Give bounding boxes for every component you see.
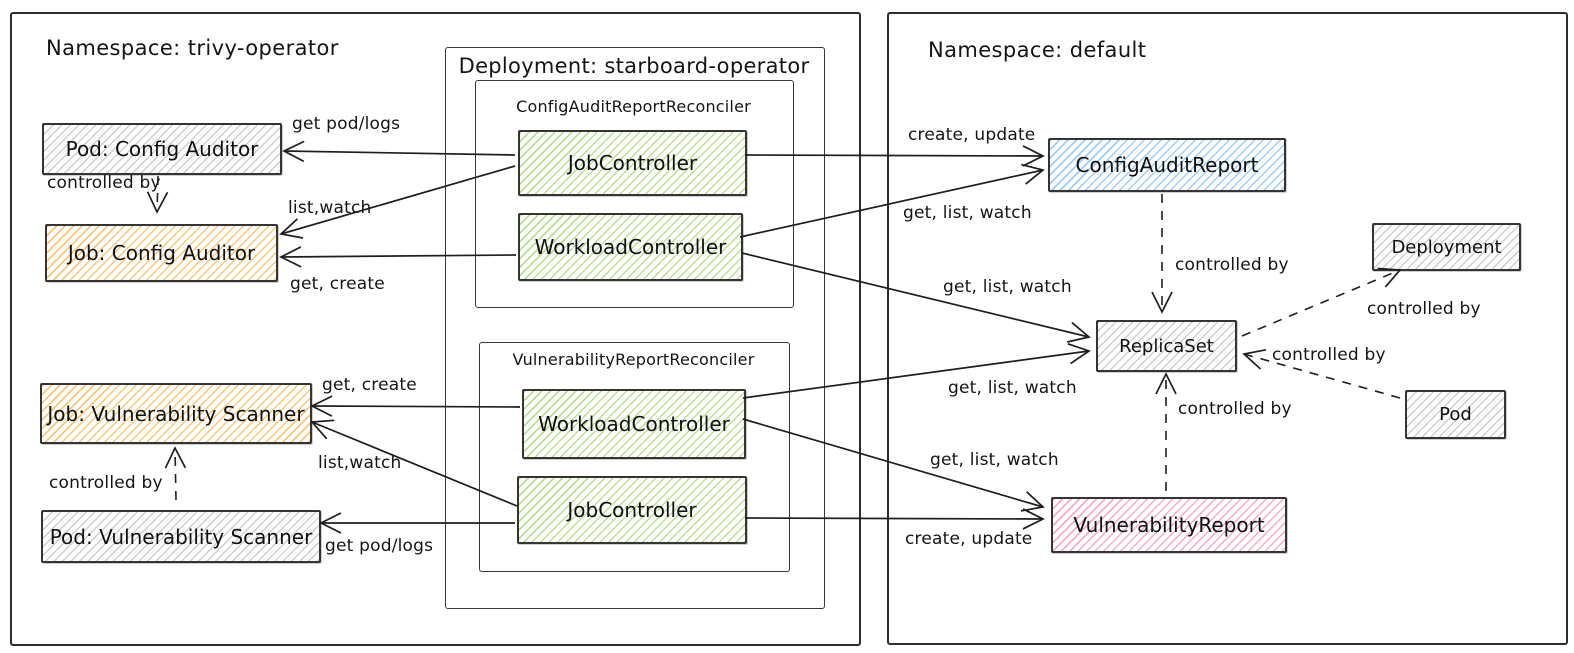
edge-label-get-create: get, create	[322, 375, 417, 395]
edge-label-list-watch: list,watch	[288, 198, 372, 218]
node-workload-controller-config-audit: WorkloadController	[518, 213, 743, 281]
vulnerability-reconciler-title: VulnerabilityReportReconciler	[512, 350, 755, 369]
edge-label-list-watch: list,watch	[318, 453, 402, 473]
edge-label-get-list-watch: get, list, watch	[930, 450, 1059, 470]
node-job-controller-vulnerability: JobController	[517, 476, 747, 544]
node-config-audit-report: ConfigAuditReport	[1048, 138, 1286, 192]
node-replica-set: ReplicaSet	[1096, 320, 1237, 372]
node-job-config-auditor: Job: Config Auditor	[45, 224, 278, 282]
deployment-group-title: Deployment: starboard-operator	[458, 54, 810, 78]
node-job-controller-config-audit: JobController	[518, 130, 747, 196]
namespace-title-default: Namespace: default	[928, 38, 1147, 62]
edge-label-controlled-by: controlled by	[47, 173, 161, 193]
node-pod-config-auditor: Pod: Config Auditor	[42, 123, 282, 175]
node-pod-vulnerability-scanner: Pod: Vulnerability Scanner	[41, 510, 321, 563]
edge-label-get-pod-logs: get pod/logs	[325, 536, 434, 556]
node-pod: Pod	[1405, 390, 1506, 439]
edge-label-get-list-watch: get, list, watch	[943, 277, 1072, 297]
edge-label-get-list-watch: get, list, watch	[948, 378, 1077, 398]
edge-label-get-list-watch: get, list, watch	[903, 203, 1032, 223]
edge-label-get-create: get, create	[290, 274, 385, 294]
edge-label-controlled-by: controlled by	[1272, 345, 1386, 365]
edge-label-controlled-by: controlled by	[1178, 399, 1292, 419]
namespace-title-trivy-operator: Namespace: trivy-operator	[46, 36, 339, 60]
edge-label-create-update: create, update	[908, 125, 1036, 145]
config-audit-reconciler-title: ConfigAuditReportReconciler	[516, 97, 751, 116]
node-workload-controller-vulnerability: WorkloadController	[522, 389, 746, 459]
node-vulnerability-report: VulnerabilityReport	[1051, 497, 1287, 553]
edge-label-controlled-by: controlled by	[1367, 299, 1481, 319]
edge-label-controlled-by: controlled by	[49, 473, 163, 493]
edge-label-get-pod-logs: get pod/logs	[292, 114, 401, 134]
node-job-vulnerability-scanner: Job: Vulnerability Scanner	[40, 383, 312, 444]
node-deployment: Deployment	[1372, 223, 1521, 271]
edge-label-controlled-by: controlled by	[1175, 255, 1289, 275]
edge-label-create-update: create, update	[905, 529, 1033, 549]
